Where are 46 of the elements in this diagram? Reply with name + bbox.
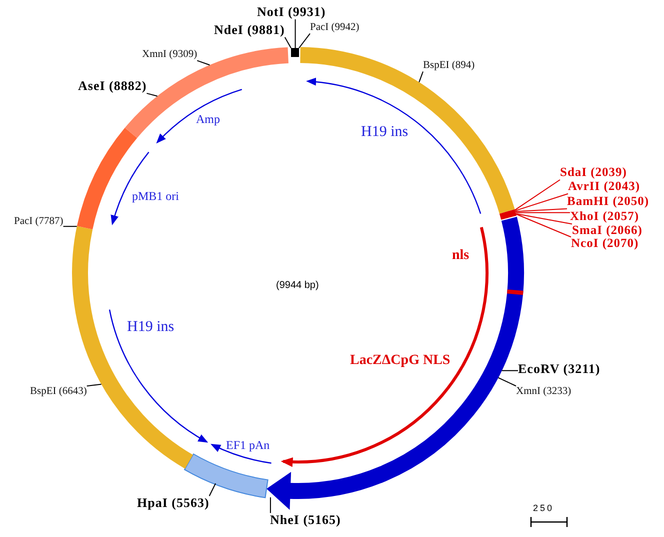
leader-line <box>284 36 292 48</box>
leader-line <box>501 370 518 372</box>
restriction-site-block <box>291 48 299 57</box>
restriction-site-label: HpaI (5563) <box>137 496 210 510</box>
plasmid-size-label: (9944 bp) <box>276 280 319 291</box>
feature-label: nls <box>452 248 470 264</box>
leader-line <box>294 18 296 48</box>
feature-label: H19 ins <box>361 124 408 140</box>
leader-line <box>62 226 78 227</box>
leader-line <box>514 179 560 210</box>
leader-line <box>270 496 271 514</box>
leader-line <box>514 193 568 212</box>
restriction-site-label: SmaI (2066) <box>572 224 642 238</box>
restriction-site-label: NdeI (9881) <box>214 23 285 38</box>
restriction-site-label: NcoI (2070) <box>571 237 639 251</box>
restriction-site-label: AvrII (2043) <box>568 180 640 194</box>
restriction-site-label: BspEI (6643) <box>30 386 87 398</box>
feature-label: EF1 pAn <box>226 439 270 452</box>
feature-label: Amp <box>196 113 220 126</box>
feature-label: LacZΔCpG NLS <box>350 353 450 368</box>
feature-label: H19 ins <box>127 319 174 336</box>
restriction-site-label: PacI (7787) <box>14 216 64 228</box>
restriction-site-label: EcoRV (3211) <box>518 362 600 376</box>
restriction-site-label: NheI (5165) <box>270 513 341 528</box>
leader-line <box>146 92 158 97</box>
leader-line <box>208 482 216 496</box>
restriction-site-label: XmnI (9309) <box>142 49 198 61</box>
restriction-site-label: BspEI (894) <box>423 60 475 72</box>
leader-line <box>196 60 210 66</box>
leader-line <box>516 214 572 238</box>
restriction-site-label: PacI (9942) <box>310 22 360 34</box>
feature-label: pMB1 ori <box>132 190 180 204</box>
leader-line <box>498 377 516 386</box>
leader-line <box>86 384 102 386</box>
restriction-site-label: AseI (8882) <box>78 79 147 94</box>
restriction-site-label: XhoI (2057) <box>570 210 640 224</box>
leader-line <box>298 33 310 48</box>
restriction-site-label: NotI (9931) <box>257 5 326 20</box>
scale-label: 250 <box>533 504 554 514</box>
leader-line <box>516 213 572 224</box>
restriction-site-label: SdaI (2039) <box>560 166 627 180</box>
leader-line <box>418 71 424 83</box>
restriction-site-label: BamHI (2050) <box>567 195 650 209</box>
leader-line <box>514 208 568 212</box>
leader-line <box>515 212 570 214</box>
restriction-site-label: XmnI (3233) <box>516 386 572 398</box>
